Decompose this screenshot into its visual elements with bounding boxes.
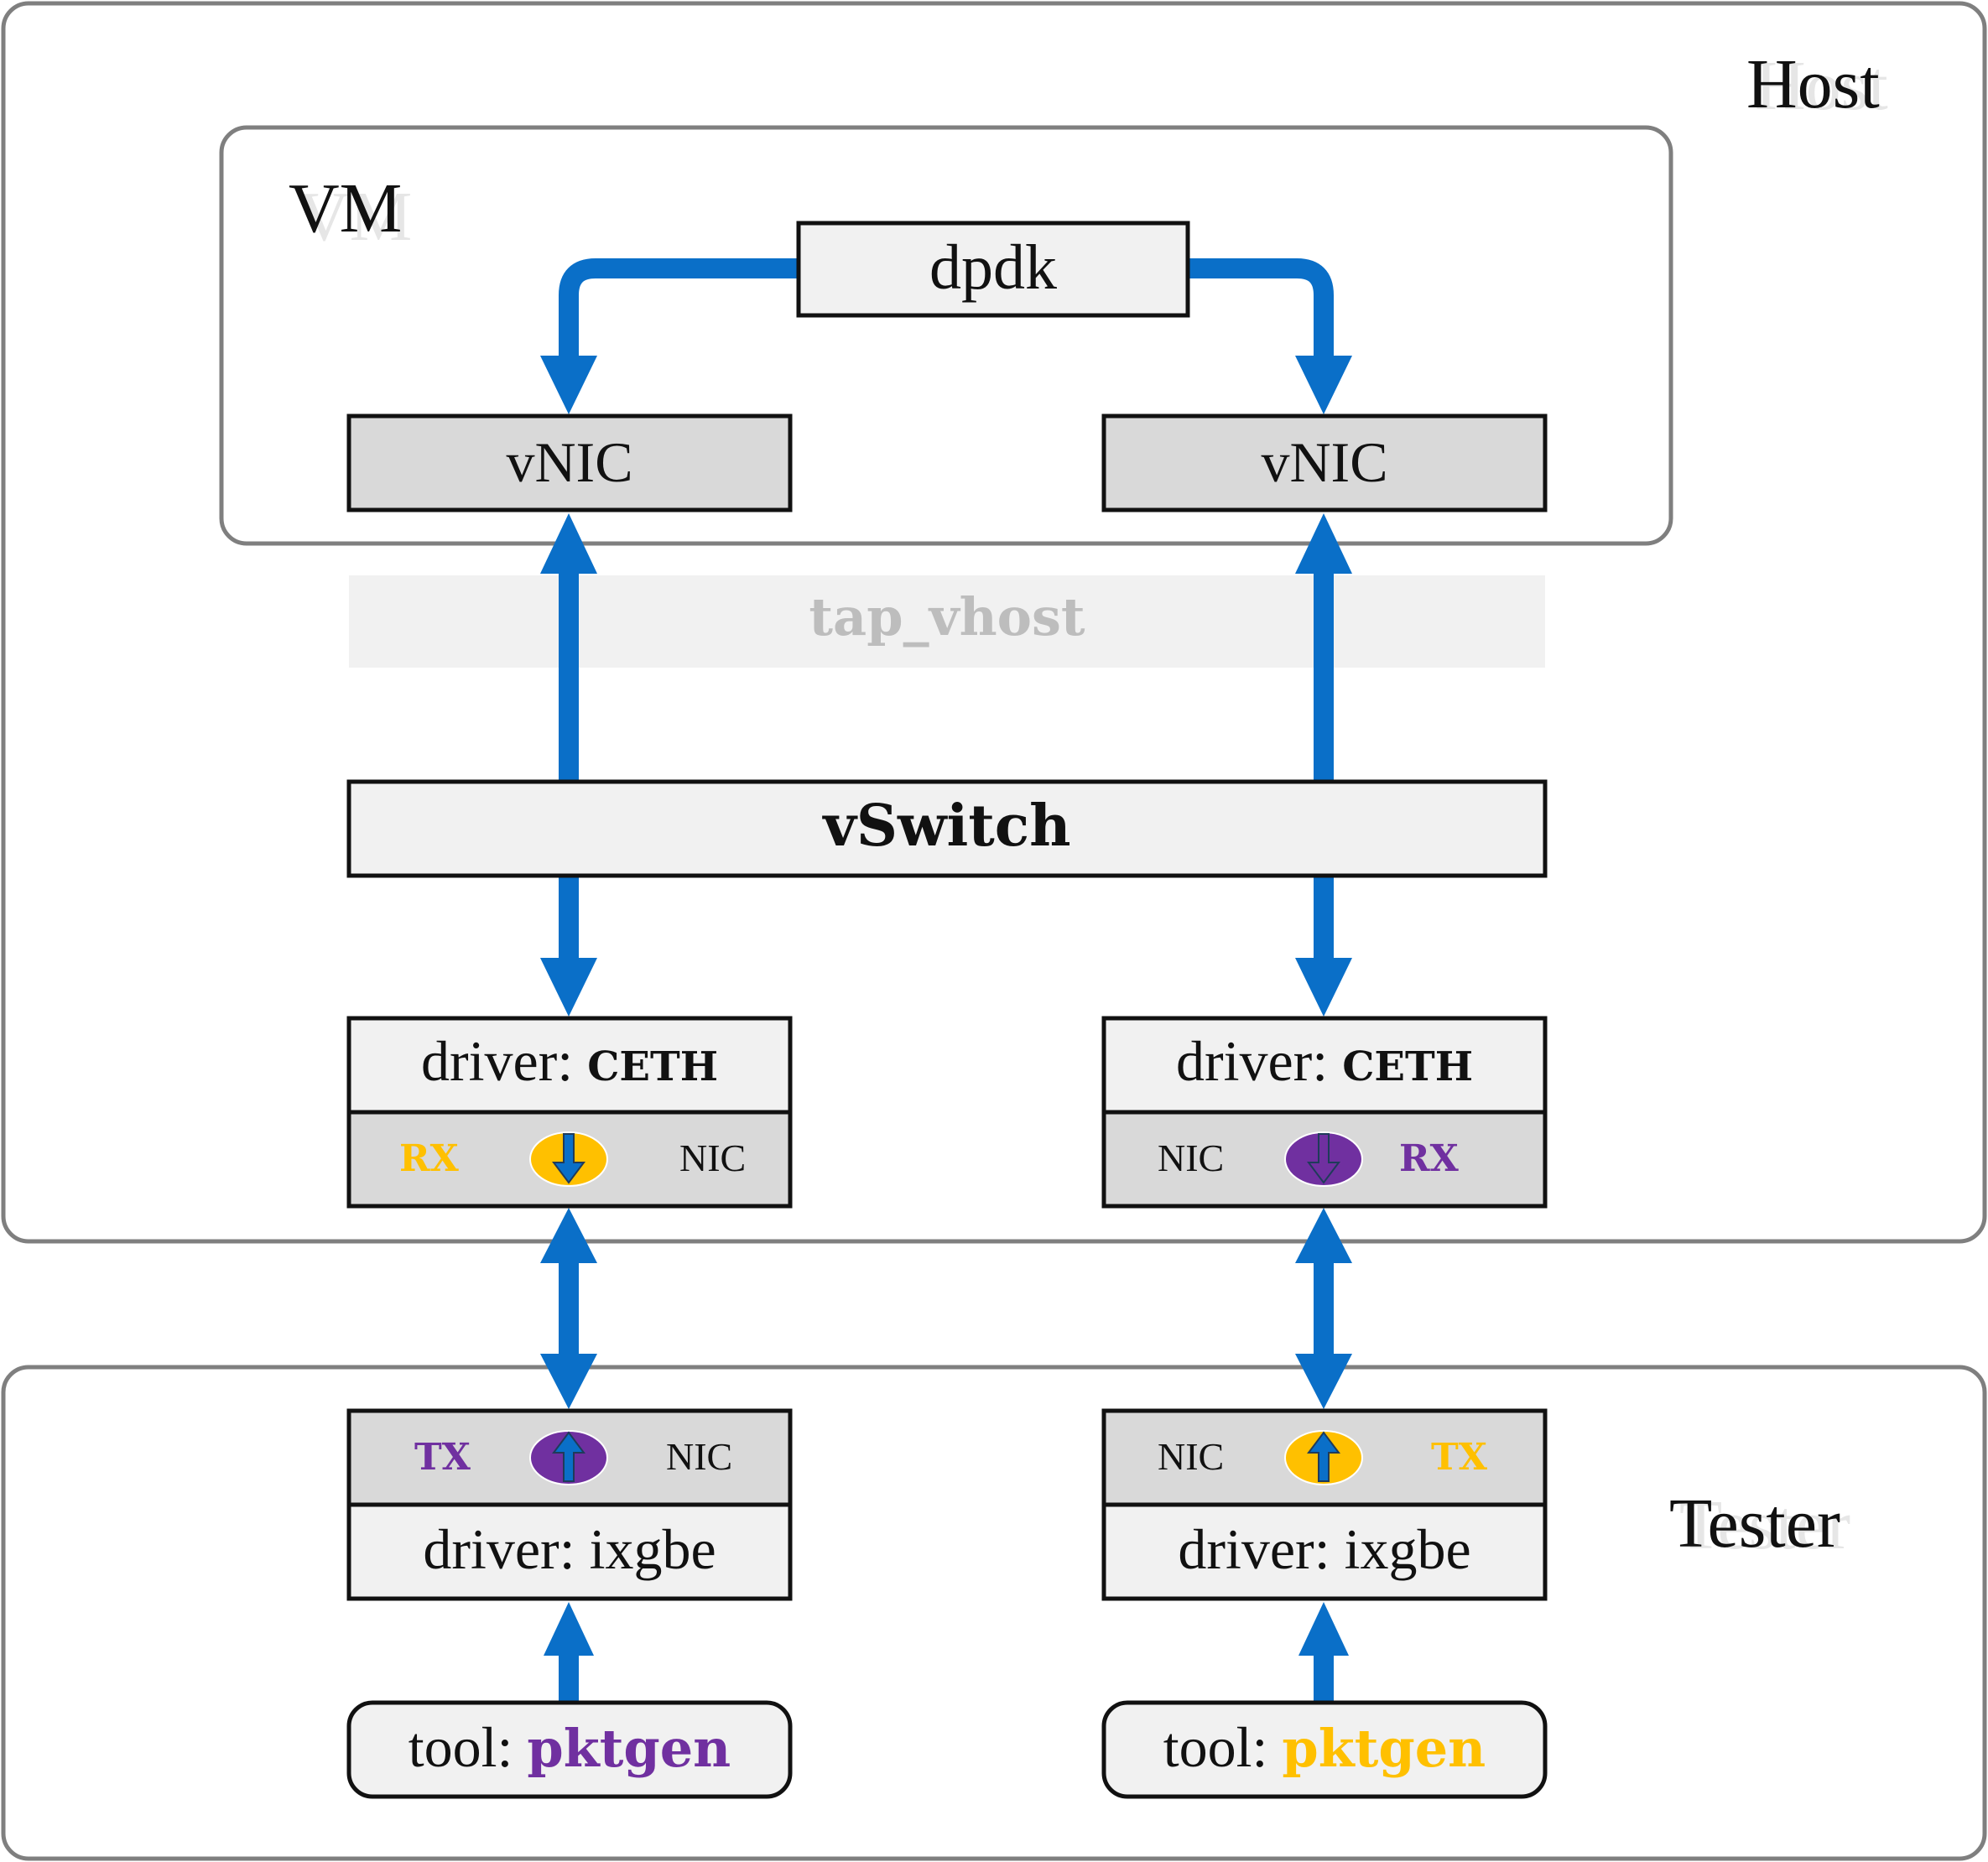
up-arrow-icon xyxy=(1307,1431,1340,1482)
vswitch-box xyxy=(346,779,1548,878)
tester-nic-left-port-label: TX xyxy=(414,1436,471,1479)
up-arrow-icon xyxy=(552,1431,585,1482)
tool-left-box xyxy=(346,1700,793,1799)
tester-label: Tester xyxy=(1669,1485,1840,1563)
arrowhead-up-link-left xyxy=(540,1208,597,1263)
arrowhead-down-link-left xyxy=(540,1354,597,1409)
arrowhead-up-tool-right xyxy=(1298,1602,1349,1656)
flow-dpdk-right xyxy=(1188,258,1334,361)
vnic-left-label: vNIC xyxy=(506,430,632,494)
down-arrow-icon xyxy=(552,1133,585,1184)
arrowhead-up-vnic-right xyxy=(1295,513,1352,574)
vswitch-label: vSwitch xyxy=(821,793,1070,860)
host-nic-left-nic-label: NIC xyxy=(679,1136,746,1179)
host-nic-left-port-label: RX xyxy=(399,1137,460,1180)
host-driver-right-label: driver: CETH xyxy=(1176,1029,1473,1093)
arrowhead-down-driver-right xyxy=(1295,958,1352,1017)
host-nic-right-port-label: RX xyxy=(1399,1137,1460,1180)
tester-container xyxy=(1,1365,1987,1861)
arrowhead-down-driver-left xyxy=(540,958,597,1017)
flow-dpdk-left xyxy=(559,258,799,361)
host-nic-right-nic-label: NIC xyxy=(1158,1136,1224,1179)
arrowhead-down-vnic-right xyxy=(1295,356,1352,414)
dpdk-box xyxy=(796,221,1190,318)
tap-vhost-label: tap_vhost xyxy=(809,586,1085,648)
host-label-shadow: Host xyxy=(1755,47,1888,125)
tester-driver-right-label: driver: ixgbe xyxy=(1178,1517,1470,1581)
tool-left-label: tool: pktgen xyxy=(409,1715,731,1779)
tester-nic-left-nic-label: NIC xyxy=(666,1435,732,1478)
tap-vhost-band xyxy=(349,575,1545,668)
tool-right-label: tool: pktgen xyxy=(1163,1715,1486,1779)
tester-nic-right-nic-label: NIC xyxy=(1158,1435,1224,1478)
arrowhead-up-tool-left xyxy=(544,1602,594,1656)
vnic-right-box xyxy=(1101,413,1548,512)
tester-label-shadow: Tester xyxy=(1679,1486,1850,1564)
dpdk-label: dpdk xyxy=(929,232,1057,303)
host-label: Host xyxy=(1746,45,1880,123)
vnic-left-box xyxy=(346,413,793,512)
arrowhead-down-vnic-left xyxy=(540,356,597,414)
vnic-right-label: vNIC xyxy=(1261,430,1387,494)
tool-right-box xyxy=(1101,1700,1548,1799)
arrowhead-down-link-right xyxy=(1295,1354,1352,1409)
tester-driver-right-box xyxy=(1101,1502,1548,1601)
down-arrow-icon xyxy=(1307,1133,1340,1184)
vm-label-shadow: VM xyxy=(299,178,412,256)
host-driver-right-box xyxy=(1101,1016,1548,1115)
tester-driver-left-label: driver: ixgbe xyxy=(423,1517,716,1581)
host-driver-left-label: driver: CETH xyxy=(421,1029,718,1093)
host-driver-left-box xyxy=(346,1016,793,1115)
tester-nic-right-port-label: TX xyxy=(1431,1436,1488,1479)
arrowhead-up-vnic-left xyxy=(540,513,597,574)
vm-label: VM xyxy=(289,169,402,247)
tester-driver-left-box xyxy=(346,1502,793,1601)
arrowhead-up-link-right xyxy=(1295,1208,1352,1263)
